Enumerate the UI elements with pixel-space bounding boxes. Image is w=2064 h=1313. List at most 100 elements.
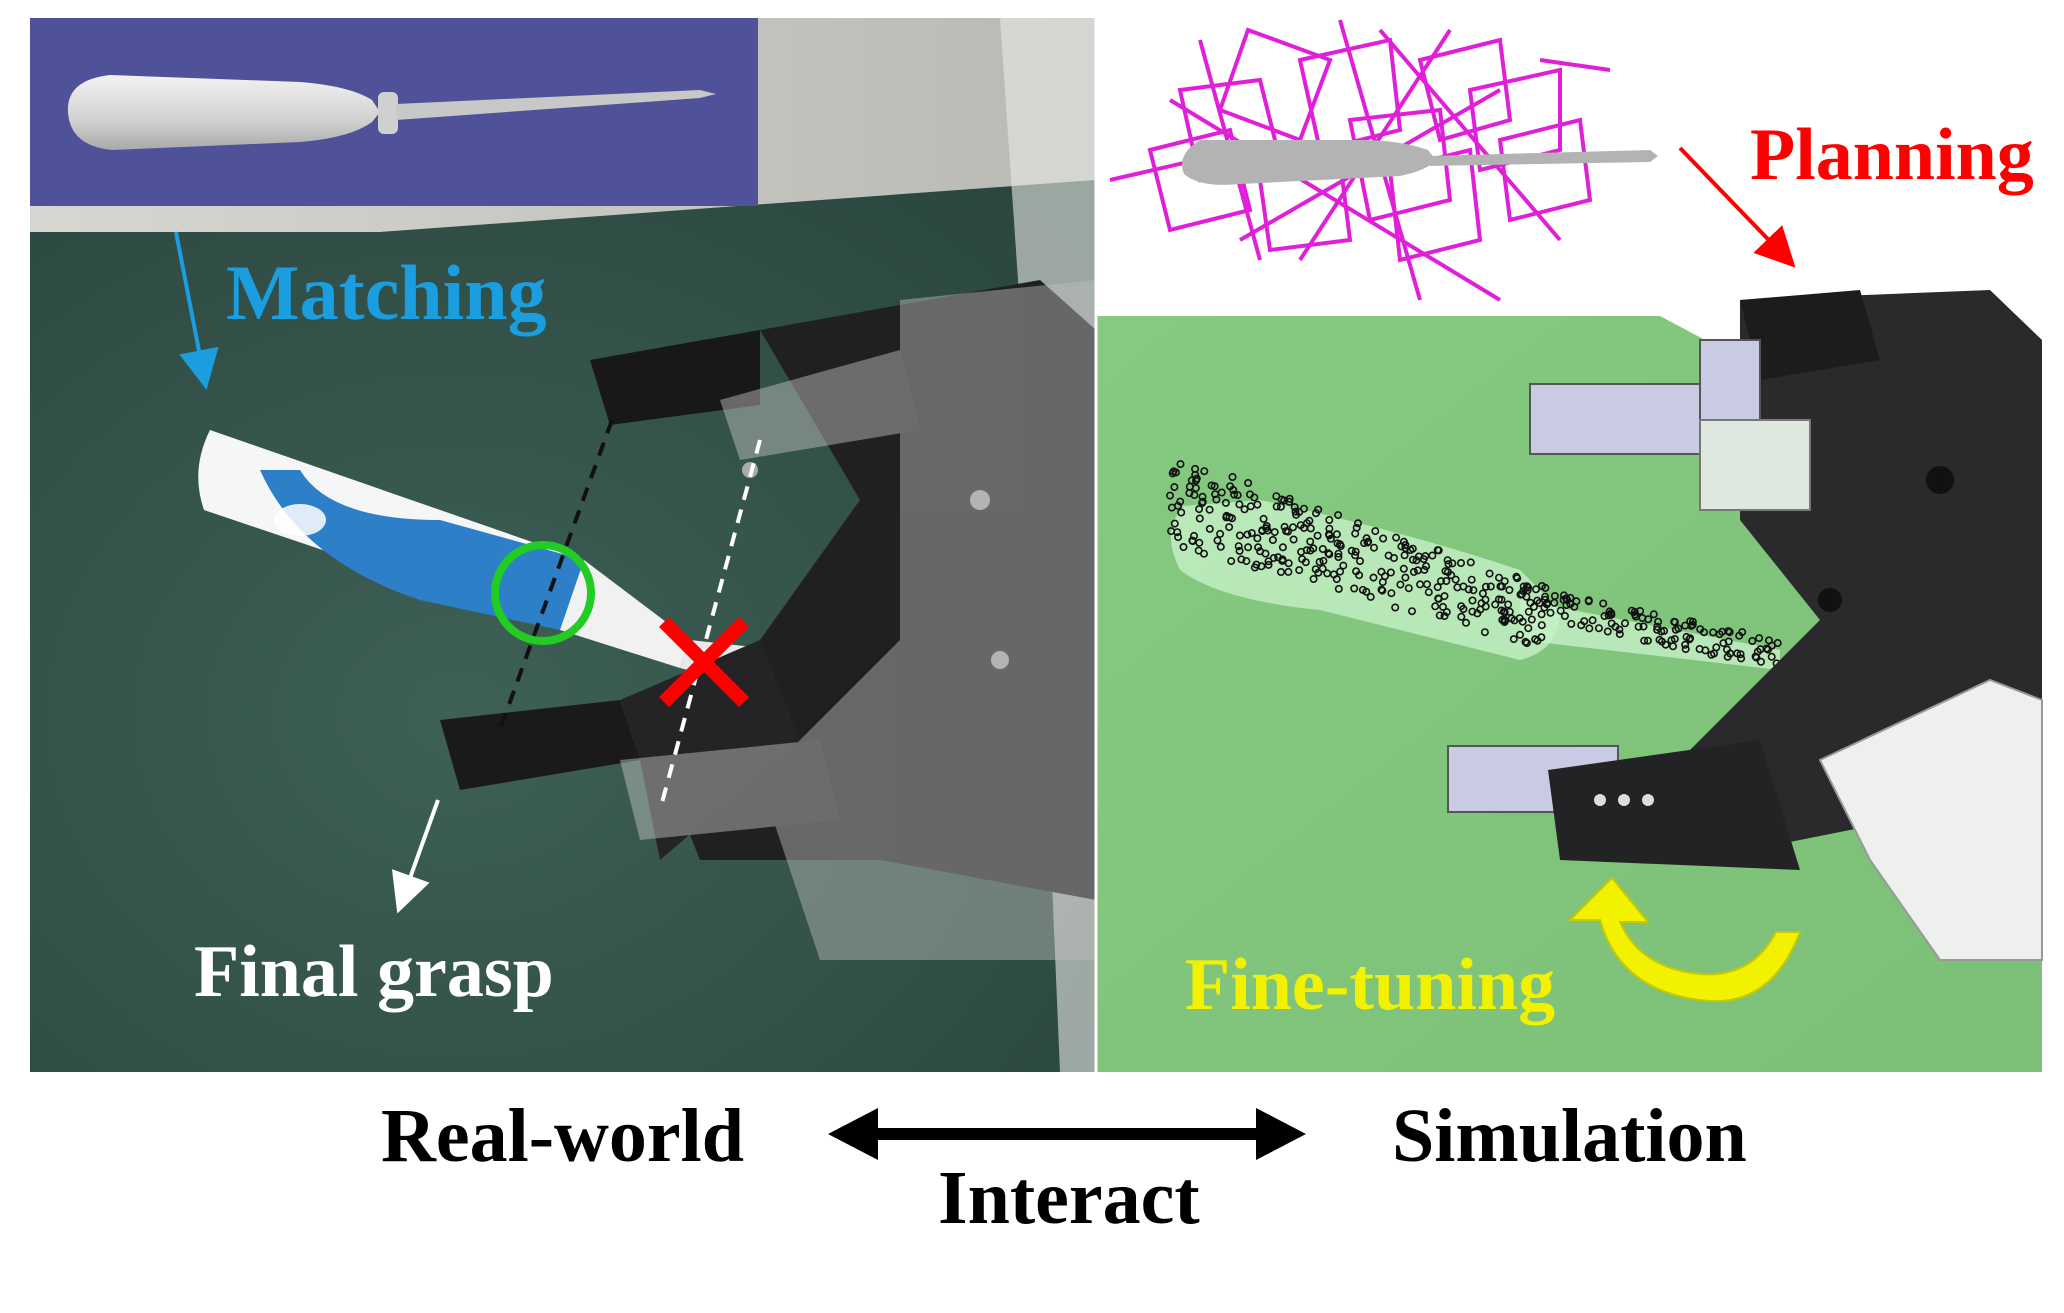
- point-cloud-dot: [1603, 627, 1612, 636]
- point-cloud-dot: [1325, 515, 1334, 524]
- point-cloud-dot: [1560, 611, 1569, 620]
- point-cloud-dot: [1278, 556, 1287, 565]
- point-cloud-dot: [1640, 636, 1649, 645]
- point-cloud-dot: [1306, 524, 1315, 533]
- point-cloud-dot: [1437, 577, 1446, 586]
- point-cloud-dot: [1336, 541, 1345, 550]
- final-grasp-arrow: [391, 799, 440, 914]
- point-cloud-dot: [1563, 596, 1572, 605]
- point-cloud-dot: [1485, 569, 1494, 578]
- point-cloud-dot: [1187, 476, 1196, 485]
- point-cloud-dot: [1723, 645, 1732, 654]
- point-cloud-dot: [1254, 543, 1263, 552]
- point-cloud-dot: [1295, 566, 1304, 575]
- point-cloud-dot: [1391, 603, 1400, 612]
- point-cloud-dot: [1216, 542, 1225, 551]
- point-cloud-dot: [1524, 607, 1533, 616]
- point-cloud-dot: [1205, 524, 1214, 533]
- point-cloud-dot: [1243, 530, 1252, 539]
- point-cloud-dot: [1686, 634, 1695, 643]
- point-cloud-dot: [1537, 610, 1546, 619]
- point-cloud-dot: [1319, 556, 1328, 565]
- point-cloud-dot: [1233, 491, 1242, 500]
- point-cloud-dot: [1420, 565, 1429, 574]
- point-cloud-dot: [1594, 624, 1603, 633]
- point-cloud-dot: [1674, 624, 1683, 633]
- point-cloud-dot: [1400, 551, 1409, 560]
- point-cloud-dot: [1284, 567, 1293, 576]
- point-cloud-dot: [1227, 557, 1236, 566]
- point-cloud-dot: [1296, 521, 1305, 530]
- point-cloud-dot: [1195, 514, 1204, 523]
- point-cloud-dot: [1354, 519, 1363, 528]
- point-cloud-dot: [1486, 582, 1495, 591]
- point-cloud-dot: [1480, 628, 1489, 637]
- point-cloud-dot: [1360, 539, 1369, 548]
- point-cloud-dot: [1588, 616, 1597, 625]
- point-cloud-dot: [1428, 551, 1437, 560]
- point-cloud-dot: [1225, 523, 1234, 532]
- point-cloud-dot: [1401, 573, 1410, 582]
- point-cloud-dot: [1351, 551, 1360, 560]
- point-cloud-dot: [1505, 585, 1514, 594]
- point-cloud-dot: [1469, 586, 1478, 595]
- point-cloud-dot: [1211, 490, 1220, 499]
- point-cloud-dot: [1256, 547, 1265, 556]
- grasp-line-black: [496, 419, 614, 736]
- point-cloud-dot: [1290, 503, 1299, 512]
- point-cloud-dot: [1634, 622, 1643, 631]
- point-cloud-dot: [1312, 509, 1321, 518]
- point-cloud-dot: [1755, 634, 1764, 643]
- point-cloud-dot: [1268, 535, 1277, 544]
- point-cloud-dot: [1409, 567, 1418, 576]
- simulated-gripper: [1447, 290, 2043, 961]
- point-cloud-dot: [1500, 577, 1509, 586]
- point-cloud-dot: [1423, 580, 1432, 589]
- point-cloud-dot: [1329, 570, 1338, 579]
- bad-grasp-cross: [659, 617, 749, 707]
- point-cloud-dot: [1272, 502, 1281, 511]
- point-cloud-dot: [1369, 573, 1378, 582]
- point-cloud-dot: [1468, 607, 1477, 616]
- point-cloud-dot: [1459, 582, 1468, 591]
- point-cloud-dot: [1309, 574, 1318, 583]
- point-cloud-dot: [1531, 635, 1540, 644]
- point-cloud-dot: [1419, 555, 1428, 564]
- point-cloud-dot: [1198, 492, 1207, 501]
- point-cloud-dot: [1522, 582, 1531, 591]
- planning-arrow: [1678, 146, 1796, 268]
- robotiq-gripper-ghost: [620, 280, 1096, 960]
- point-cloud-dot: [1670, 617, 1679, 626]
- point-cloud-dot: [1657, 637, 1666, 646]
- point-cloud-dot: [1556, 606, 1565, 615]
- point-cloud-dot: [1546, 608, 1555, 617]
- point-cloud-dot: [1170, 519, 1179, 528]
- point-cloud-dot: [1269, 553, 1278, 562]
- point-cloud-dot: [1527, 615, 1536, 624]
- good-grasp-circle: [491, 541, 595, 645]
- point-cloud-dot: [1334, 549, 1343, 558]
- point-cloud-dot: [1351, 547, 1360, 556]
- point-cloud-dot: [1334, 511, 1343, 520]
- point-cloud-dot: [1392, 533, 1401, 542]
- point-cloud-dot: [1253, 534, 1262, 543]
- point-cloud-dot: [1481, 582, 1490, 591]
- point-cloud-dot: [1258, 526, 1267, 535]
- point-cloud-dot: [1615, 630, 1624, 639]
- final-grasp-label: Final grasp: [194, 931, 554, 1013]
- point-cloud-dot: [1311, 565, 1320, 574]
- point-cloud-dot: [1324, 549, 1333, 558]
- point-cloud-dot: [1767, 641, 1776, 650]
- simulation-label: Simulation: [1392, 1094, 1747, 1178]
- point-cloud-dot: [1748, 636, 1757, 645]
- point-cloud-dot: [1228, 472, 1237, 481]
- point-cloud-dot: [1457, 602, 1466, 611]
- point-cloud-dot: [1334, 584, 1343, 593]
- point-cloud-dot: [1718, 627, 1727, 636]
- point-cloud-dot: [1205, 505, 1214, 514]
- point-cloud-dot: [1512, 572, 1521, 581]
- point-cloud-dot: [1439, 602, 1448, 611]
- point-cloud-dot: [1681, 645, 1690, 654]
- point-cloud-dot: [1696, 625, 1705, 634]
- point-cloud-dot: [1725, 628, 1734, 637]
